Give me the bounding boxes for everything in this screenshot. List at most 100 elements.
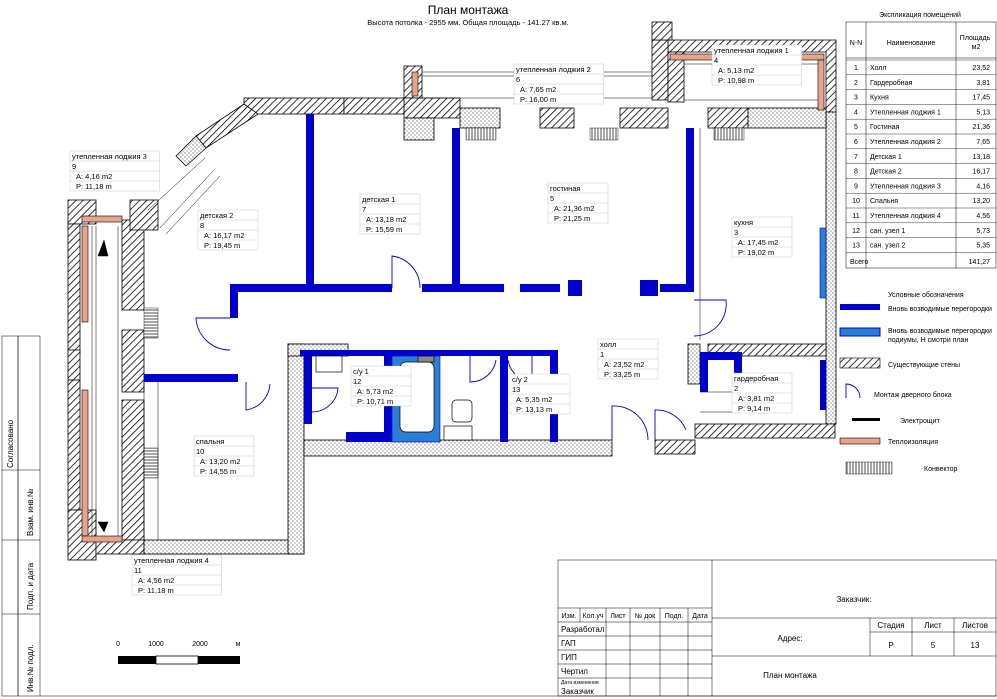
room-perimeter: P: 19,45 m — [204, 241, 240, 250]
explication-cell-area: 13,18 — [972, 154, 990, 161]
stamp-sheet-header: Лист — [924, 621, 942, 630]
explication-cell-area: 16,17 — [972, 169, 990, 176]
existing-walls — [67, 21, 837, 561]
room-area: A: 13,20 m2 — [200, 457, 240, 466]
room-number: 7 — [362, 205, 366, 214]
room-name: утепленная лоджия 4 — [134, 556, 209, 565]
room-name: с/у 1 — [353, 367, 369, 376]
legend-title: Условные обозначения — [888, 291, 964, 299]
explication-cell-name: Гостиная — [870, 124, 900, 131]
explication-cell-area: 23,52 — [972, 65, 990, 72]
room-area: A: 5,35 m2 — [516, 395, 552, 404]
room-number: 11 — [134, 566, 142, 575]
explication-cell-area: 4,16 — [976, 183, 990, 190]
room-area: A: 23,52 m2 — [604, 360, 644, 369]
room-area: A: 4,16 m2 — [76, 172, 112, 181]
explication-cell-area: 7,65 — [976, 139, 990, 146]
room-label: детская 28A: 16,17 m2P: 19,45 m — [197, 209, 259, 251]
side-label-replace: Взам. инв.№ — [26, 488, 35, 536]
room-perimeter: P: 9,14 m — [738, 404, 770, 413]
scale-unit: м — [236, 641, 241, 648]
room-area: A: 13,18 m2 — [366, 215, 406, 224]
room-number: 1 — [600, 350, 604, 359]
explication-header-num: N-N — [850, 40, 862, 47]
legend-item-partition: Вновь возводимые перегородки — [888, 306, 992, 313]
room-perimeter: P: 14,55 m — [200, 467, 236, 476]
explication-cell-num: 4 — [854, 109, 858, 116]
room-number: 3 — [734, 228, 738, 237]
explication-cell-num: 3 — [854, 95, 858, 102]
room-number: 5 — [550, 194, 554, 203]
explication-cell-area: 17,45 — [972, 95, 990, 102]
room-perimeter: P: 21,25 m — [554, 214, 590, 223]
explication-total-label: Всего — [850, 259, 868, 266]
room-perimeter: P: 16,00 m — [520, 95, 556, 104]
room-perimeter: P: 10,71 m — [357, 397, 393, 406]
explication-total-value: 141,27 — [969, 259, 991, 266]
room-perimeter: P: 11,18 m — [138, 586, 174, 595]
room-perimeter: P: 13,13 m — [516, 405, 552, 414]
explication-cell-num: 11 — [852, 213, 859, 220]
explication-cell-num: 6 — [854, 139, 858, 146]
plan-title: План монтажа — [428, 3, 509, 17]
misc-lines — [97, 239, 742, 540]
stamp-role-gap: ГАП — [561, 639, 576, 648]
room-name: утепленная лоджия 2 — [516, 65, 591, 74]
room-area: A: 4,56 m2 — [138, 576, 174, 585]
room-name: гостиная — [550, 184, 581, 193]
explication-row: 1 Холл 23,52 — [846, 59, 996, 72]
room-name: детская 1 — [362, 195, 395, 204]
stamp-header-change: Изм. — [562, 613, 577, 620]
explication-cell-name: Спальня — [870, 198, 898, 205]
explication-cell-area: 5,35 — [976, 243, 990, 250]
room-name: утепленная лоджия 3 — [72, 152, 147, 161]
room-perimeter: P: 11,18 m — [76, 182, 112, 191]
explication-cell-name: Холл — [870, 65, 887, 72]
explication-cell-area: 5,73 — [976, 228, 990, 235]
legend-item-door: Монтаж дверного блока — [874, 391, 952, 399]
explication-cell-name: Гардеробная — [870, 79, 913, 87]
room-number: 8 — [200, 221, 204, 230]
room-area: A: 5,13 m2 — [718, 66, 754, 75]
side-label-agreed: Согласовано — [6, 419, 15, 468]
legend-swatch-partition — [840, 304, 880, 310]
explication-cell-name: Утепленная лоджия 3 — [870, 183, 941, 190]
room-perimeter: P: 33,25 m — [604, 370, 640, 379]
room-name: детская 2 — [200, 211, 233, 220]
legend: Условные обозначения Вновь возводимые пе… — [839, 291, 992, 475]
room-area: A: 3,81 m2 — [738, 394, 774, 403]
stamp-role-drafter: Чертил — [561, 667, 588, 676]
explication-cell-num: 1 — [854, 65, 858, 72]
stamp-header-sign: Подп. — [665, 613, 684, 620]
room-name: гардеробная — [734, 374, 778, 383]
explication-cell-area: 13,20 — [972, 198, 990, 205]
stamp-header-date: Дата — [692, 613, 708, 620]
legend-swatch-wall — [839, 357, 881, 369]
explication-header-name: Наименование — [887, 40, 936, 47]
room-area: A: 7,65 m2 — [520, 85, 556, 94]
explication-row: 6 Утепленная лоджия 2 7,65 — [846, 133, 996, 146]
explication-cell-name: Утепленная лоджия 2 — [870, 139, 941, 146]
legend-door-icon — [845, 383, 861, 399]
room-name: спальня — [196, 437, 224, 446]
explication-cell-num: 8 — [854, 169, 858, 176]
stamp-customer: Заказчик: — [836, 595, 871, 604]
room-number: 12 — [353, 377, 361, 386]
explication-cell-name: Кухня — [870, 95, 889, 102]
room-name: с/у 2 — [512, 375, 528, 384]
explication-table — [845, 21, 997, 269]
legend-item-panel: Электрощит — [900, 418, 941, 425]
legend-swatch-convector — [845, 461, 893, 475]
stamp-role-gip: ГИП — [561, 653, 577, 662]
